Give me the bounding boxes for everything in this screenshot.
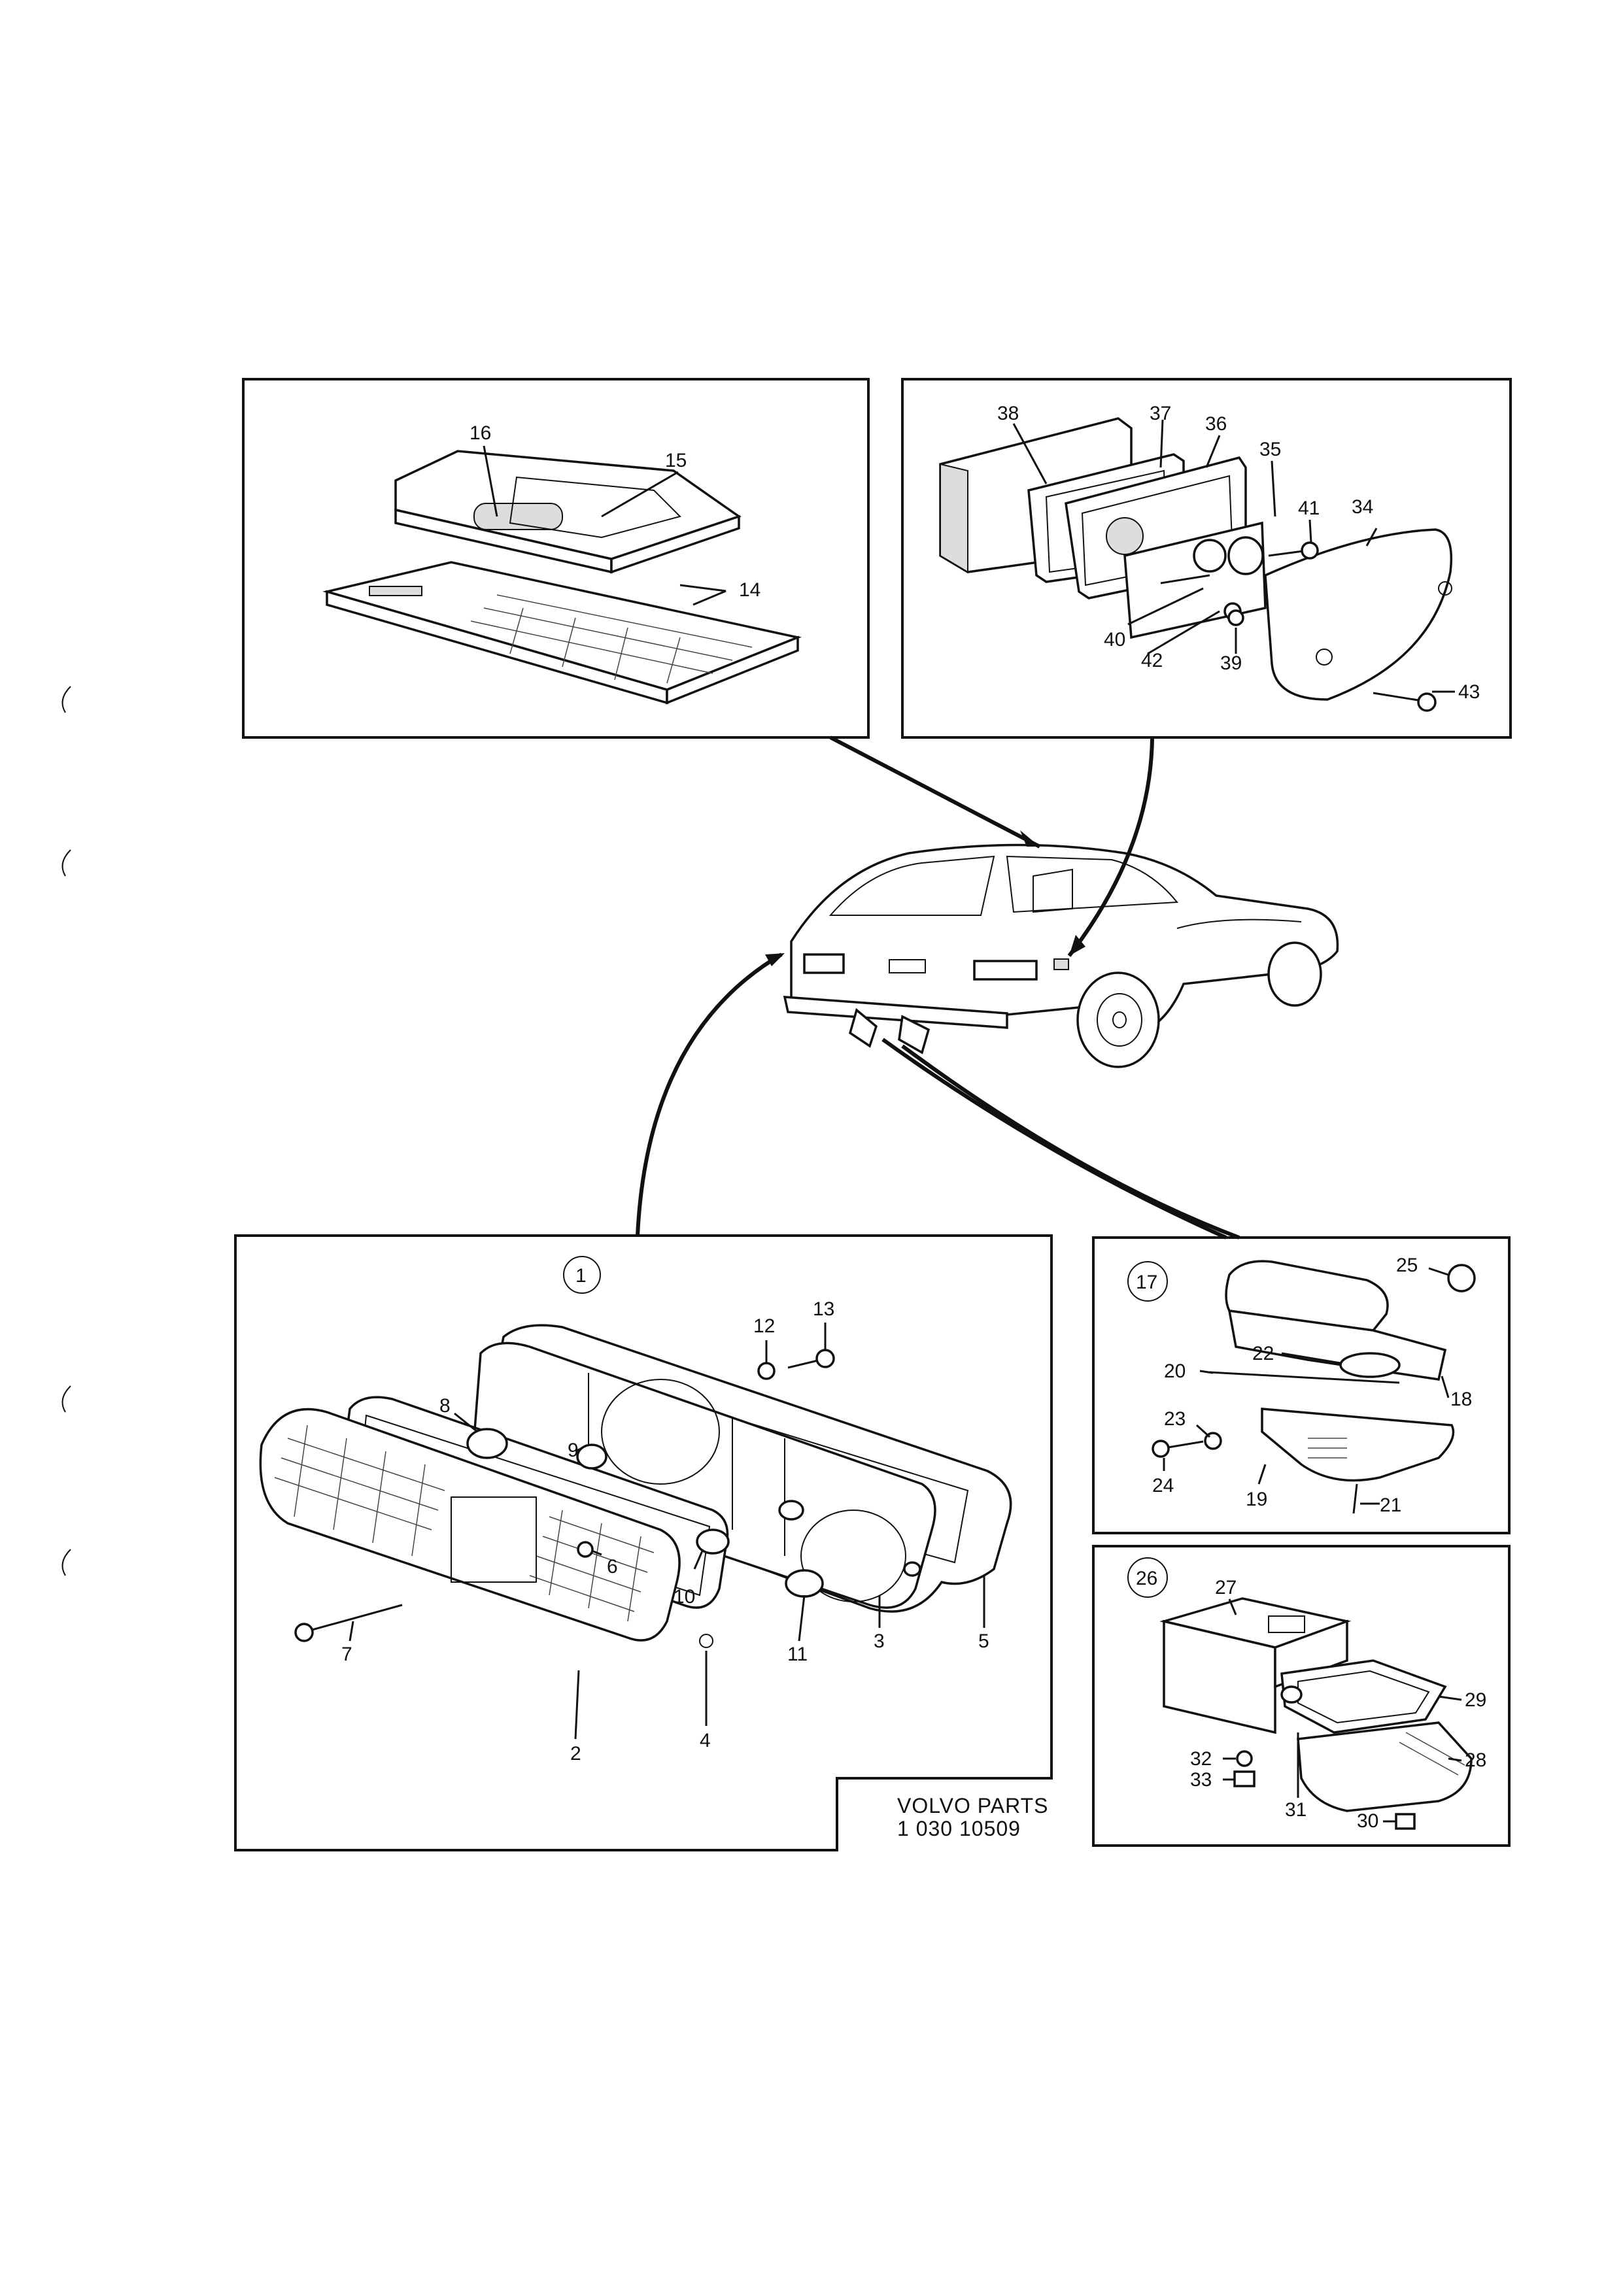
label-40: 40 bbox=[1104, 629, 1125, 650]
leader-lines-top-left bbox=[483, 445, 726, 606]
lamp-bulbs bbox=[466, 1428, 824, 1598]
label-3: 3 bbox=[874, 1630, 885, 1652]
label-43: 43 bbox=[1458, 681, 1480, 703]
group-17-badge: 17 bbox=[1136, 1272, 1157, 1293]
interior-light-housing bbox=[1159, 1597, 1352, 1734]
label-36: 36 bbox=[1205, 413, 1227, 435]
panel-interior-light: 26 27 29 bbox=[1092, 1545, 1511, 1847]
label-22: 22 bbox=[1252, 1343, 1274, 1364]
label-14: 14 bbox=[739, 579, 760, 601]
plate-light-lens-19 bbox=[1261, 1408, 1455, 1482]
leader-lines-plate-light bbox=[1163, 1267, 1450, 1505]
interior-light-screws bbox=[1233, 1750, 1416, 1830]
leader-lines-top-right bbox=[1012, 419, 1455, 693]
marker-screws bbox=[1160, 541, 1437, 712]
label-29: 29 bbox=[1465, 1689, 1486, 1711]
interior-light-lens-28 bbox=[1297, 1721, 1473, 1812]
label-39: 39 bbox=[1220, 652, 1242, 674]
lamp-lens-2 bbox=[259, 1408, 713, 1648]
label-19: 19 bbox=[1246, 1489, 1267, 1510]
label-32: 32 bbox=[1190, 1748, 1212, 1770]
label-6: 6 bbox=[607, 1556, 618, 1578]
label-16: 16 bbox=[470, 422, 491, 444]
label-4: 4 bbox=[700, 1730, 711, 1751]
label-38: 38 bbox=[997, 403, 1019, 424]
car-illustration bbox=[783, 843, 1339, 1068]
label-25: 25 bbox=[1396, 1255, 1418, 1276]
label-8: 8 bbox=[439, 1395, 451, 1417]
label-41: 41 bbox=[1298, 498, 1320, 519]
group-1-badge: 1 bbox=[575, 1265, 587, 1287]
leader-lines-interior-light bbox=[1223, 1598, 1462, 1823]
label-35: 35 bbox=[1259, 439, 1281, 460]
lamp-screws bbox=[294, 1349, 835, 1642]
label-37: 37 bbox=[1150, 403, 1171, 424]
document-code-line2: 1 030 10509 bbox=[897, 1817, 1021, 1840]
label-18: 18 bbox=[1450, 1389, 1472, 1410]
label-21: 21 bbox=[1380, 1494, 1401, 1516]
leader-lines-main bbox=[349, 1323, 985, 1740]
label-13: 13 bbox=[813, 1298, 834, 1320]
label-7: 7 bbox=[341, 1644, 352, 1665]
lamp-lens bbox=[322, 561, 802, 705]
label-31: 31 bbox=[1285, 1799, 1307, 1821]
label-12: 12 bbox=[753, 1315, 775, 1337]
label-15: 15 bbox=[665, 450, 687, 471]
label-30: 30 bbox=[1357, 1810, 1378, 1832]
label-28: 28 bbox=[1465, 1749, 1486, 1771]
group-26-badge: 26 bbox=[1136, 1568, 1157, 1589]
binding-marks bbox=[61, 686, 71, 1576]
label-34: 34 bbox=[1352, 496, 1373, 518]
interior-light-gasket-29 bbox=[1280, 1659, 1447, 1734]
panel-top-left: 16 15 14 bbox=[242, 378, 870, 739]
label-2: 2 bbox=[570, 1743, 581, 1764]
label-9: 9 bbox=[568, 1440, 579, 1461]
document-code-line1: VOLVO PARTS bbox=[897, 1794, 1049, 1817]
panel-top-right: 38 37 36 35 41 34 40 42 39 43 bbox=[901, 378, 1512, 739]
label-23: 23 bbox=[1164, 1408, 1186, 1430]
label-27: 27 bbox=[1215, 1577, 1237, 1598]
label-33: 33 bbox=[1190, 1769, 1212, 1791]
connector-arrows bbox=[636, 735, 1240, 1240]
lamp-housing bbox=[394, 450, 742, 574]
label-42: 42 bbox=[1141, 650, 1163, 671]
panel-main: 1 bbox=[234, 1234, 1053, 1851]
panel-plate-light: 17 25 22 20 18 bbox=[1092, 1236, 1511, 1534]
label-24: 24 bbox=[1152, 1475, 1174, 1496]
label-11: 11 bbox=[787, 1644, 808, 1665]
marker-lens-34 bbox=[1264, 528, 1453, 701]
label-20: 20 bbox=[1164, 1360, 1186, 1382]
plate-light-screws bbox=[1152, 1432, 1358, 1514]
lamp-body-3 bbox=[473, 1342, 936, 1609]
label-10: 10 bbox=[674, 1586, 695, 1608]
label-5: 5 bbox=[978, 1630, 989, 1652]
